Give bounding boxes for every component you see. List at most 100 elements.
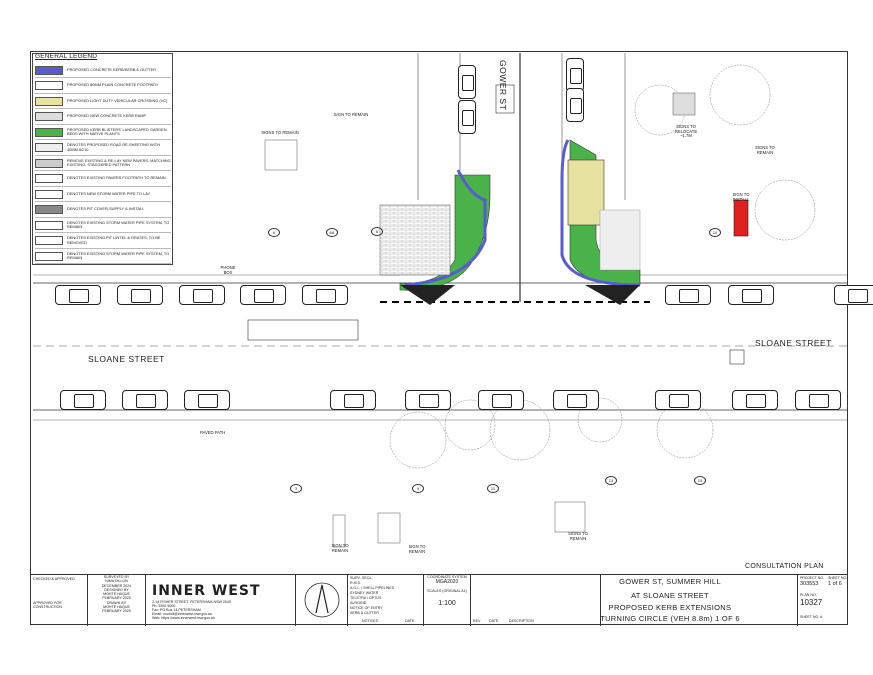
street-label-sloane-west: SLOANE STREET — [88, 354, 165, 364]
pavers-left — [379, 204, 451, 276]
legend-swatch — [35, 236, 63, 245]
lot-marker: 6 — [268, 228, 280, 237]
legend-swatch — [35, 127, 63, 137]
legend-swatch — [35, 65, 63, 75]
title-line-3: PROPOSED KERB EXTENSIONS — [608, 603, 732, 612]
parked-car — [179, 285, 225, 305]
parked-car — [458, 65, 476, 99]
gower-st-sign — [495, 84, 515, 114]
legend-row: PROPOSED NEW CONCRETE KERB RAMP — [35, 110, 171, 125]
lot-marker: 13 — [605, 476, 617, 485]
service-item: KERB & GUTTER — [350, 611, 379, 615]
parked-car — [117, 285, 163, 305]
legend-row: DENOTES PIT COVER-SUPPLY & INSTALL — [35, 203, 171, 218]
vehicular-crossing — [567, 159, 605, 226]
legend-row: DENOTES EXISTING STORM WATER PIPE SYSTEM… — [35, 218, 171, 233]
sign-label-6: SIGN TO REMAIN — [331, 543, 349, 553]
legend-swatch — [35, 143, 63, 152]
legend-swatch — [35, 205, 63, 214]
lot-marker: 10 — [709, 228, 721, 237]
consultation-plan-label: CONSULTATION PLAN — [745, 563, 824, 570]
parked-car — [795, 390, 841, 410]
parked-car — [55, 285, 101, 305]
parked-car — [458, 100, 476, 134]
lot-marker: 3 — [290, 484, 302, 493]
sign-label-5: SIGN TO INSTALL — [732, 192, 750, 202]
parked-car — [665, 285, 711, 305]
tb-checked: CHECKED & APPROVED APPROVED FOR CONSTRUC… — [31, 575, 88, 626]
parked-car — [60, 390, 106, 410]
paved-path-label: PAVED PATH — [200, 430, 226, 435]
tb-coord: COORDINATE SYSTEM MGA2020 SCALES (ORIGIN… — [424, 575, 471, 626]
legend-swatch — [35, 189, 63, 199]
concrete-footpath-right — [599, 209, 641, 271]
kerb-right — [560, 139, 641, 287]
tb-revisions: REV DATE DESCRIPTION — [471, 575, 601, 626]
service-item: AUSGRID — [350, 601, 367, 605]
legend-row: PROPOSED LIGHT DUTY VEHICULAR CROSSING (… — [35, 94, 171, 109]
sign-label-3: SIGNS TO RELOCATE ~1.7m — [674, 124, 698, 139]
parked-car — [240, 285, 286, 305]
lot-marker: 9 — [412, 484, 424, 493]
legend-text: PROPOSED KERB BLISTERS' LANDSCAPED GARDE… — [67, 126, 167, 136]
legend-row: PROPOSED 80mm PLAIN CONCRETE FOOTPATH — [35, 79, 171, 94]
tb-services: SURV. GEOL.R.M.S.A.G.L. / SHELL PIPELINE… — [348, 575, 424, 626]
service-item: SURV. GEOL. — [350, 576, 373, 580]
parked-car — [728, 285, 774, 305]
lot-marker: 6A — [326, 228, 338, 237]
service-item: SYDNEY WATER — [350, 591, 379, 595]
legend-text: DENOTES EXISTING PIT LINTEL & GRATES, TO… — [67, 235, 161, 245]
sign-panel-s2 — [377, 512, 401, 544]
street-label-sloane-east: SLOANE STREET — [755, 338, 832, 348]
sign-panel-s1 — [332, 514, 346, 548]
tb-title — [601, 575, 798, 626]
street-label-gower: GOWER ST — [498, 60, 508, 111]
parked-car — [122, 390, 168, 410]
new-sign — [733, 199, 749, 237]
sign-label-8: SIGNS TO REMAIN — [568, 531, 588, 541]
sign-panel — [672, 92, 696, 116]
legend-text: PROPOSED NEW CONCRETE KERB RAMP — [67, 113, 147, 119]
tb-personnel: SURVEYED BY NIMA DILLON DECEMBER 2024 DE… — [88, 575, 146, 626]
sign-label-1: SIGN TO REMAIN — [333, 112, 369, 117]
parked-car — [330, 390, 376, 410]
legend-text: DENOTES EXISTING PAVERS FOOTPATH TO REMA… — [67, 175, 166, 181]
parked-car — [405, 390, 451, 410]
lot-marker: 15 — [694, 476, 706, 485]
sign-panel-left — [264, 139, 298, 171]
garden-bed-left — [399, 174, 491, 291]
legend-text: REMOVE EXISTING & RE-LAY NEW PAVERS, MAT… — [67, 157, 171, 167]
phone-box-label: PHONE BOX — [220, 265, 236, 275]
legend-row: DENOTES EXISTING PIT LINTEL & GRATES, TO… — [35, 234, 171, 249]
legend-swatch — [35, 251, 63, 261]
service-item: NOTICE OF ENTRY — [350, 606, 383, 610]
parked-car — [566, 88, 584, 122]
title-line-1: GOWER ST, SUMMER HILL — [619, 577, 721, 586]
legend-text: PROPOSED CONCRETE KERB/KERB & GUTTER — [67, 66, 157, 72]
legend-swatch — [35, 112, 63, 121]
legend-text: DENOTES PROPOSED ROAD RE-SHEETING WITH 4… — [67, 142, 160, 152]
legend-row: DENOTES PROPOSED ROAD RE-SHEETING WITH 4… — [35, 141, 171, 156]
legend-swatch — [35, 158, 63, 168]
bus-zone — [247, 319, 359, 341]
parked-car — [655, 390, 701, 410]
kerb-nose-left — [400, 285, 455, 305]
service-item: TELSTRA / OPTUS — [350, 596, 382, 600]
legend-row: PROPOSED KERB BLISTERS' LANDSCAPED GARDE… — [35, 125, 171, 140]
tb-brand: INNER WEST 2-14 FISHER STREET, PETERSHAM… — [146, 575, 296, 626]
legend-text: DENOTES EXISTING STORM WATER PIPE SYSTEM… — [67, 219, 170, 229]
lot-marker: 8 — [371, 227, 383, 236]
parked-car — [566, 58, 584, 92]
parked-car — [553, 390, 599, 410]
kerb-left — [404, 169, 487, 287]
sign-label-4: SIGNS TO REMAIN — [755, 145, 775, 155]
legend-swatch — [35, 81, 63, 90]
sign-label-7: SIGN TO REMAIN — [408, 544, 426, 554]
parked-car — [834, 285, 873, 305]
legend-row: REMOVE EXISTING & RE-LAY NEW PAVERS, MAT… — [35, 156, 171, 171]
title-line-4: TURNING CIRCLE (VEH 8.8m) 1 OF 6 — [600, 614, 740, 623]
title-block: CHECKED & APPROVED APPROVED FOR CONSTRUC… — [31, 574, 848, 626]
title-line-2: AT SLOANE STREET — [631, 591, 709, 600]
parked-car — [478, 390, 524, 410]
legend-swatch — [35, 220, 63, 230]
